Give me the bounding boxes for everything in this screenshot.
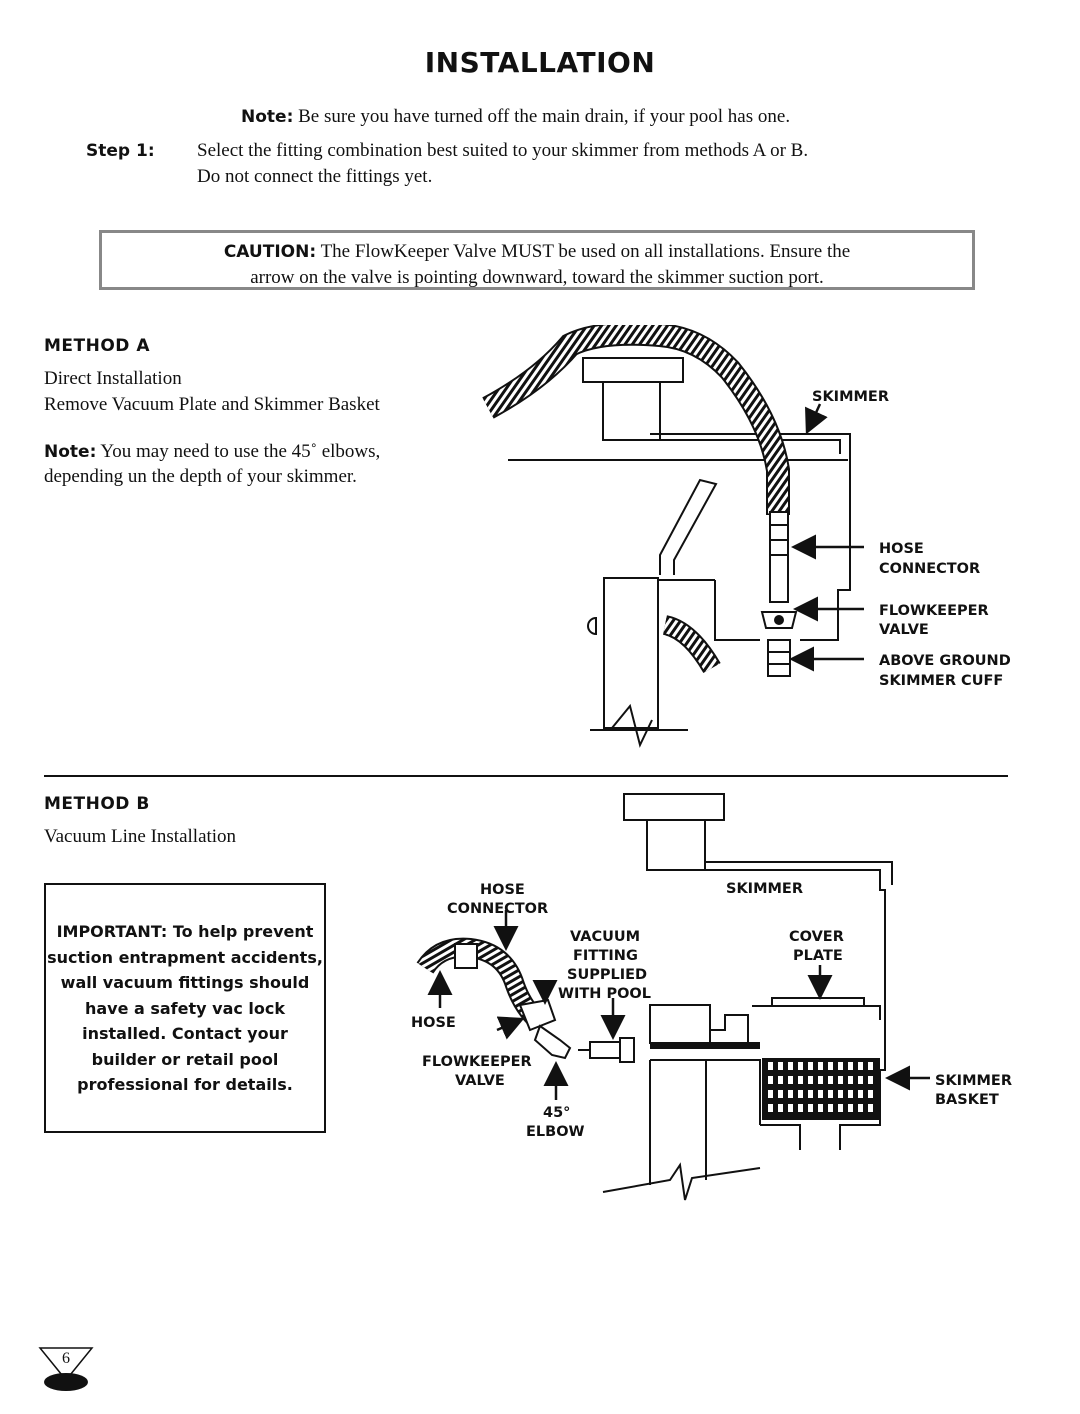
method-a-diagram: SKIMMER HOSE CONNECTOR FLOWKEEPER VALVE … [482,325,1011,748]
step1-line1: Select the fitting combination best suit… [197,140,809,161]
method-a-heading: METHOD A [44,336,150,356]
label-cover-b2: PLATE [793,948,843,964]
label-hose-connector-b2: CONNECTOR [447,901,548,917]
caution-label: CAUTION: [223,242,317,262]
label-basket-b1: SKIMMER [935,1073,1012,1089]
important-line4: have a safety vac lock [84,998,286,1018]
vacuum-fitting-port [649,1004,711,1044]
label-elbow-b2: ELBOW [526,1124,585,1140]
note-label: Note: [241,107,294,127]
caution-line1: CAUTION: The FlowKeeper Valve MUST be us… [102,239,972,265]
label-hose-connector-a2: CONNECTOR [879,561,980,577]
important-line7: professional for details. [77,1075,293,1094]
important-box: IMPORTANT: To help prevent suction entra… [44,883,326,1133]
label-vacuum-b4: WITH POOL [558,986,651,1002]
label-cuff-a2: SKIMMER CUFF [879,673,1003,689]
hose-connector-b [454,943,478,969]
method-b-heading: METHOD B [44,794,150,814]
pool-wall [603,577,659,729]
method-a-note-line1: You may need to use the 45˚ elbows, [100,441,381,462]
skimmer-cuff [767,639,791,677]
method-a-line1: Direct Installation [44,368,182,389]
label-skimmer-b: SKIMMER [726,881,803,897]
important-line5: installed. Contact your [82,1024,288,1043]
label-elbow-b1: 45° [543,1105,570,1121]
method-b-diagram: HOSE CONNECTOR SKIMMER VACUUM FITTING SU… [411,793,1012,1201]
important-line2: suction entrapment accidents, [47,947,323,967]
flowkeeper-valve-b [518,998,557,1032]
important-line6: builder or retail pool [91,1049,279,1069]
label-vacuum-b2: FITTING [573,948,638,964]
label-flowkeeper-a1: FLOWKEEPER [879,603,989,619]
step1-line2: Do not connect the fittings yet. [197,166,433,187]
page-number: 6 [62,1350,70,1367]
label-flowkeeper-b2: VALVE [455,1073,505,1089]
label-hose-connector-b1: HOSE [480,882,525,898]
caution-line2: arrow on the valve is pointing downward,… [250,267,824,288]
label-basket-b2: BASKET [935,1092,999,1108]
elbow-fitting [533,1024,572,1060]
method-b-line1: Vacuum Line Installation [44,826,237,847]
label-flowkeeper-a2: VALVE [879,622,929,638]
important-line1: IMPORTANT: To help prevent [56,922,314,941]
label-cover-b1: COVER [789,929,844,945]
note-text: Be sure you have turned off the main dra… [298,106,791,127]
label-hose-b: HOSE [411,1015,456,1031]
cover-plate [771,997,865,1007]
method-a-note: Note: You may need to use the 45˚ elbows… [44,439,380,465]
step1-label: Step 1: [86,141,155,161]
label-skimmer-a: SKIMMER [812,389,889,405]
page-number-badge [38,1347,94,1391]
method-a-line2: Remove Vacuum Plate and Skimmer Basket [44,394,380,415]
vacuum-fitting [589,1041,621,1059]
hose-connector [769,511,789,603]
vacuum-pole [659,478,718,575]
label-hose-connector-a1: HOSE [879,541,924,557]
caution-box: CAUTION: The FlowKeeper Valve MUST be us… [99,230,975,290]
method-a-note-line2: depending un the depth of your skimmer. [44,466,357,487]
method-a-note-label: Note: [44,442,97,462]
label-vacuum-b1: VACUUM [570,929,640,945]
intro-note: Note: Be sure you have turned off the ma… [241,104,790,130]
label-flowkeeper-b1: FLOWKEEPER [422,1054,532,1070]
important-line3: wall vacuum fittings should [60,973,310,992]
label-vacuum-b3: SUPPLIED [567,967,647,983]
skimmer-lid-b [623,793,725,821]
skimmer-lid [582,357,684,383]
page-title: INSTALLATION [424,46,656,79]
pool-wall-b [649,1059,761,1185]
caution-text1: The FlowKeeper Valve MUST be used on all… [320,241,851,262]
skimmer-basket [762,1058,880,1120]
label-cuff-a1: ABOVE GROUND [879,653,1011,669]
section-divider [44,775,1008,777]
